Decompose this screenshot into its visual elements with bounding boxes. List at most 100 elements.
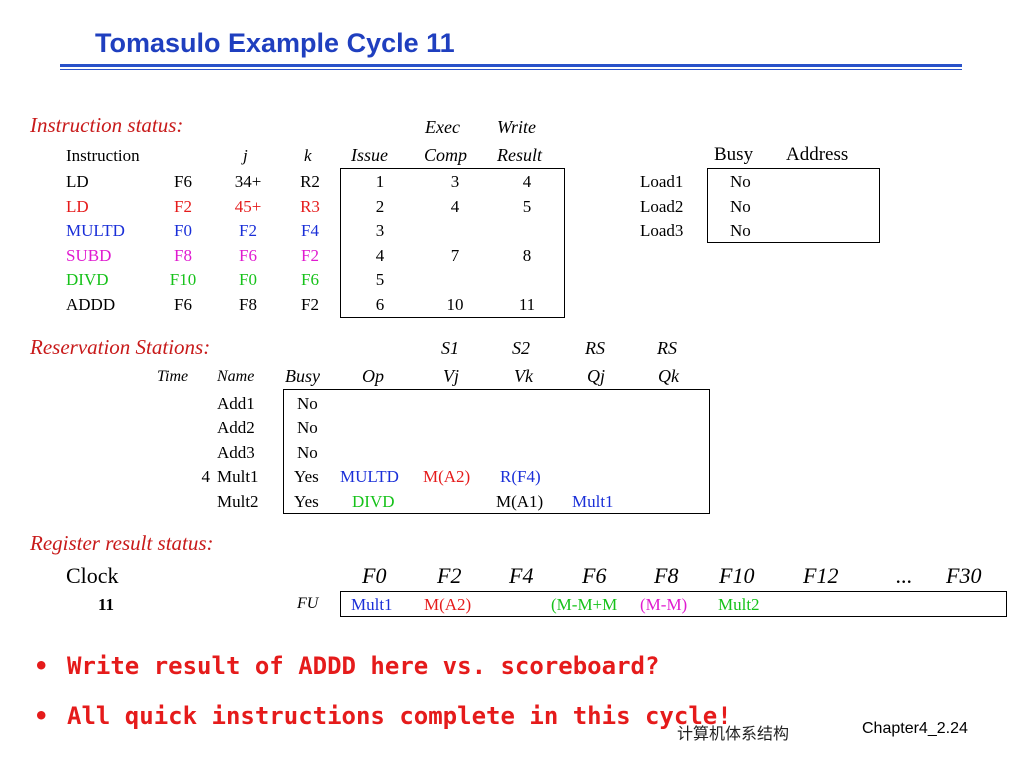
exec-label: Exec [425, 117, 460, 137]
bullet-text: Write result of ADDD here vs. scoreboard… [67, 652, 660, 680]
rs-top-rs2: RS [657, 338, 677, 358]
rs-vk: M(A1) [496, 492, 544, 511]
load-busy: No [730, 172, 751, 191]
load-name: Load3 [640, 221, 684, 240]
instruction-status-box [340, 168, 565, 318]
instr-dest: F0 [174, 221, 192, 240]
instr-result: 11 [518, 295, 536, 314]
register-status-label: Register result status: [30, 531, 214, 555]
footer-course-name: 计算机体系结构 [677, 726, 790, 743]
rs-top-s1: S1 [441, 338, 459, 358]
reservation-stations-label: Reservation Stations: [30, 335, 211, 359]
instr-dest: F10 [169, 270, 197, 289]
rs-header-vj: Vj [443, 366, 459, 386]
slide-title: Tomasulo Example Cycle 11 [95, 28, 455, 58]
rs-header-busy: Busy [285, 366, 320, 386]
rs-name: Mult1 [217, 467, 259, 486]
reg-f12: F12 [803, 563, 839, 588]
load-busy: No [730, 197, 751, 216]
rs-time: 4 [201, 467, 211, 486]
instr-comp: 4 [450, 197, 460, 216]
header-k: k [304, 146, 312, 165]
instr-dest: F6 [174, 295, 192, 314]
instr-comp: 3 [450, 172, 460, 191]
rs-busy: No [297, 418, 318, 437]
instr-name: SUBD [66, 246, 112, 265]
rs-name: Mult2 [217, 492, 259, 511]
instr-k: F6 [301, 270, 319, 289]
instr-name: ADDD [66, 295, 116, 314]
header-comp: Comp [424, 145, 468, 165]
instr-name: LD [66, 172, 89, 191]
instr-comp: 7 [450, 246, 460, 265]
rs-name: Add1 [217, 394, 255, 413]
reg-f2: F2 [437, 563, 462, 588]
instr-j: F0 [239, 270, 257, 289]
reg-value-f6: (M-M+M [551, 595, 618, 614]
rs-busy: Yes [294, 467, 319, 486]
instr-comp: 10 [446, 295, 464, 314]
instr-name: LD [66, 197, 89, 216]
instr-issue: 4 [375, 246, 385, 265]
reg-value-f8: (M-M) [640, 595, 688, 614]
reg-f8: F8 [654, 563, 679, 588]
instr-result: 8 [522, 246, 532, 265]
instr-result: 4 [522, 172, 532, 191]
instr-issue: 5 [375, 270, 385, 289]
instr-issue: 1 [375, 172, 385, 191]
rs-busy: Yes [294, 492, 319, 511]
instr-dest: F6 [174, 172, 192, 191]
header-issue: Issue [351, 145, 388, 165]
bullet-marker: • [34, 702, 49, 730]
rs-header-time: Time [157, 368, 189, 385]
instr-result: 5 [522, 197, 532, 216]
instr-dest: F8 [174, 246, 192, 265]
instr-issue: 2 [375, 197, 385, 216]
instr-issue: 6 [375, 295, 385, 314]
load-name: Load1 [640, 172, 684, 191]
instr-j: 45+ [234, 197, 262, 216]
reservation-stations-box [283, 389, 710, 514]
rs-vj: M(A2) [423, 467, 471, 486]
instr-j: F8 [239, 295, 257, 314]
instr-k: F2 [301, 246, 319, 265]
rs-op: DIVD [352, 492, 395, 511]
rs-header-name: Name [217, 368, 255, 385]
rs-qj: Mult1 [572, 492, 614, 511]
rs-busy: No [297, 443, 318, 462]
reg-f4: F4 [509, 563, 534, 588]
reg-value-f2: M(A2) [424, 595, 472, 614]
instr-name: MULTD [66, 221, 125, 240]
reg-f6: F6 [582, 563, 607, 588]
rs-header-op: Op [362, 366, 384, 386]
title-rule [60, 64, 962, 67]
bullet-text: All quick instructions complete in this … [67, 702, 732, 730]
clock-label: Clock [66, 563, 119, 588]
rs-vk: R(F4) [500, 467, 541, 486]
reg-f30: F30 [946, 563, 982, 588]
load-buffer-box [707, 168, 880, 243]
rs-top-s2: S2 [512, 338, 530, 358]
rs-name: Add3 [217, 443, 255, 462]
instr-issue: 3 [375, 221, 385, 240]
write-label: Write [497, 117, 536, 137]
rs-header-qk: Qk [658, 366, 679, 386]
instr-j: F2 [239, 221, 257, 240]
rs-header-qj: Qj [587, 366, 605, 386]
rs-top-rs1: RS [585, 338, 605, 358]
reg-f0: F0 [362, 563, 387, 588]
instr-j: F6 [239, 246, 257, 265]
reg-f10: F10 [719, 563, 755, 588]
reg-value-f10: Mult2 [718, 595, 760, 614]
footer-page-number: Chapter4_2.24 [862, 720, 968, 737]
instr-j: 34+ [234, 172, 262, 191]
load-header-address: Address [786, 144, 849, 165]
header-result: Result [497, 145, 542, 165]
header-instruction: Instruction [66, 146, 140, 165]
instr-k: R2 [300, 172, 320, 191]
load-header-busy: Busy [714, 144, 754, 165]
rs-op: MULTD [340, 467, 399, 486]
instr-k: F2 [301, 295, 319, 314]
rs-header-vk: Vk [514, 366, 533, 386]
clock-value: 11 [98, 595, 115, 614]
